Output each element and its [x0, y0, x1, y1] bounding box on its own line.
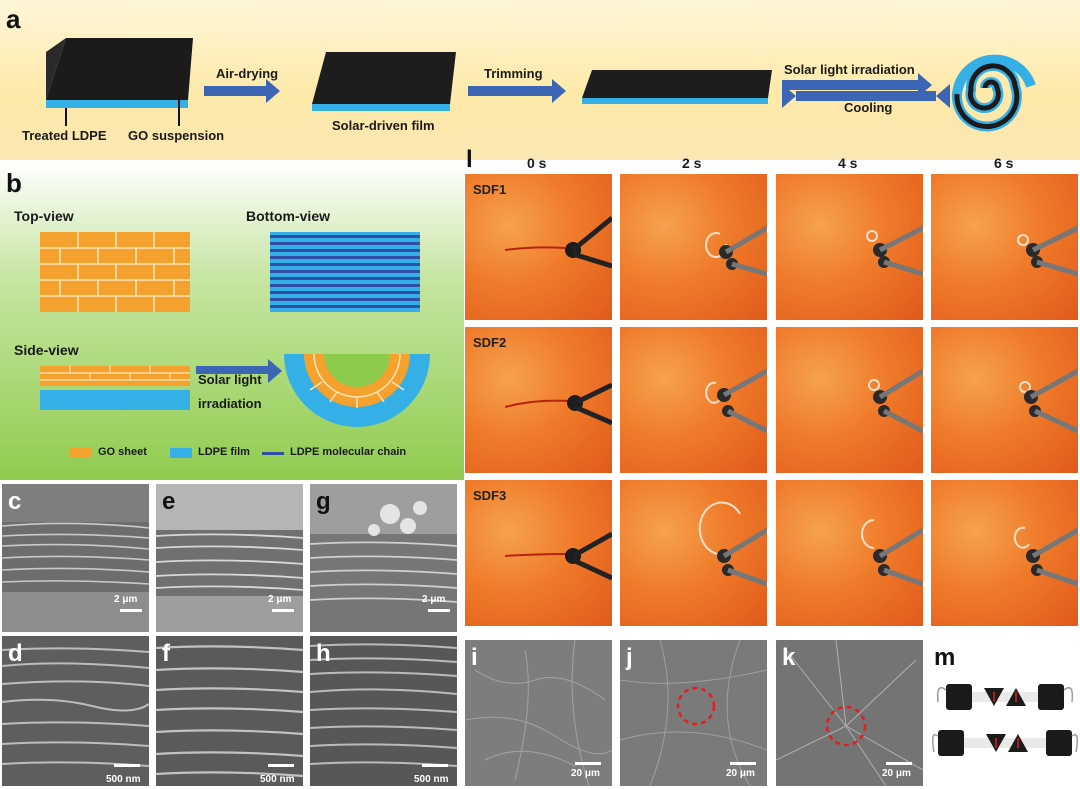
scale-label-h: 500 nm [414, 774, 449, 785]
panel-letter-e: e [162, 488, 176, 515]
frame-sdf1-0s: SDF1 [465, 174, 612, 320]
sem-panel-k: k 20 μm [776, 640, 923, 786]
scale-label-g: 2 μm [422, 594, 446, 605]
legend-swatch-go [70, 448, 92, 458]
panel-letter-m: m [934, 644, 956, 671]
scale-bar-d [114, 764, 140, 767]
scale-label-d: 500 nm [106, 774, 141, 785]
solar-light-label: Solar light [198, 372, 262, 387]
sem-panel-i: i 20 μm [465, 640, 612, 786]
legend-swatch-chain [262, 452, 284, 455]
scale-bar-c [120, 609, 142, 612]
panel-a: a Treated LDPE GO suspension Air-drying … [0, 0, 1080, 160]
scale-label-k: 20 μm [882, 768, 911, 779]
scale-label-c: 2 μm [114, 594, 138, 605]
sem-panel-d: d 500 nm [2, 636, 149, 786]
scale-bar-h [422, 764, 448, 767]
solar-driven-film-label: Solar-driven film [332, 118, 435, 133]
scale-label-i: 20 μm [571, 768, 600, 779]
panel-letter-d: d [8, 640, 23, 667]
sem-panel-c: c 2 μm [2, 484, 149, 632]
treated-ldpe-label: Treated LDPE [22, 128, 107, 143]
trimming-arrow [468, 79, 566, 103]
legend-swatch-ldpe [170, 448, 192, 458]
sem-panel-j: j 20 μm [620, 640, 767, 786]
frame-sdf2-4s [776, 327, 923, 473]
frame-sdf2-0s: SDF2 [465, 327, 612, 473]
sem-panel-g: g 2 μm [310, 484, 457, 632]
frame-sdf1-6s [931, 174, 1078, 320]
time-header-2: 2 s [682, 155, 702, 171]
panel-letter-f: f [162, 640, 170, 667]
row-label-sdf1: SDF1 [473, 182, 507, 197]
sem-panel-h: h 500 nm [310, 636, 457, 786]
panel-letter-c: c [8, 488, 22, 515]
side-view-arrow [196, 359, 282, 383]
panel-letter-h: h [316, 640, 331, 667]
frame-sdf3-0s: SDF3 [465, 480, 612, 626]
frame-sdf2-2s [620, 327, 767, 473]
solar-light-irradiation-label: Solar light irradiation [784, 62, 915, 77]
frame-sdf3-4s [776, 480, 923, 626]
time-header-6: 6 s [994, 155, 1014, 171]
legend-go-sheet: GO sheet [98, 446, 147, 458]
bottom-view-label: Bottom-view [246, 208, 330, 224]
frame-sdf1-4s [776, 174, 923, 320]
panel-letter-a: a [6, 4, 21, 34]
scale-bar-e [272, 609, 294, 612]
ldpe-chain-bottom-view [270, 232, 420, 312]
scale-label-j: 20 μm [726, 768, 755, 779]
trimmed-film [582, 70, 772, 104]
cooling-label: Cooling [844, 100, 893, 115]
scale-bar-i [575, 762, 601, 765]
irradiation-label: irradiation [198, 396, 262, 411]
trimming-label: Trimming [484, 66, 543, 81]
panel-letter-i: i [471, 644, 478, 671]
frame-sdf1-2s [620, 174, 767, 320]
panel-letter-j: j [626, 644, 633, 671]
time-header-4: 4 s [838, 155, 858, 171]
air-drying-label: Air-drying [216, 66, 279, 81]
panel-letter-k: k [782, 644, 796, 671]
air-drying-arrow [204, 79, 280, 103]
scale-bar-j [730, 762, 756, 765]
panel-b: b Top-view Bottom-view Side-view [0, 162, 464, 480]
time-header-0: 0 s [527, 155, 547, 171]
scale-label-e: 2 μm [268, 594, 292, 605]
scale-bar-g [428, 609, 450, 612]
top-view-label: Top-view [14, 208, 74, 224]
row-label-sdf2: SDF2 [473, 335, 507, 350]
frame-sdf3-2s [620, 480, 767, 626]
scale-label-f: 500 nm [260, 774, 295, 785]
curled-film-spiral [951, 54, 1036, 132]
go-suspension-label: GO suspension [128, 128, 225, 143]
go-brick-top-view [40, 232, 190, 312]
binder-clip-demo [932, 684, 1078, 756]
frame-sdf2-6s [931, 327, 1078, 473]
solar-driven-film [312, 52, 456, 111]
sem-panel-e: e 2 μm [156, 484, 303, 632]
legend-ldpe-film: LDPE film [198, 446, 250, 458]
leader-line-go [178, 98, 180, 126]
row-label-sdf3: SDF3 [473, 488, 507, 503]
side-view-bilayer [40, 366, 190, 410]
treated-ldpe-block [46, 38, 193, 108]
scale-bar-k [886, 762, 912, 765]
panel-letter-g: g [316, 488, 331, 515]
panel-letter-b: b [6, 168, 22, 198]
scale-bar-f [268, 764, 294, 767]
bent-bilayer [284, 353, 430, 427]
legend-ldpe-chain: LDPE molecular chain [290, 446, 407, 458]
panel-letter-l: l [466, 146, 473, 173]
sem-panel-f: f 500 nm [156, 636, 303, 786]
side-view-label: Side-view [14, 342, 79, 358]
frame-sdf3-6s [931, 480, 1078, 626]
leader-line-ldpe [65, 108, 67, 126]
cooling-arrow [782, 84, 950, 108]
